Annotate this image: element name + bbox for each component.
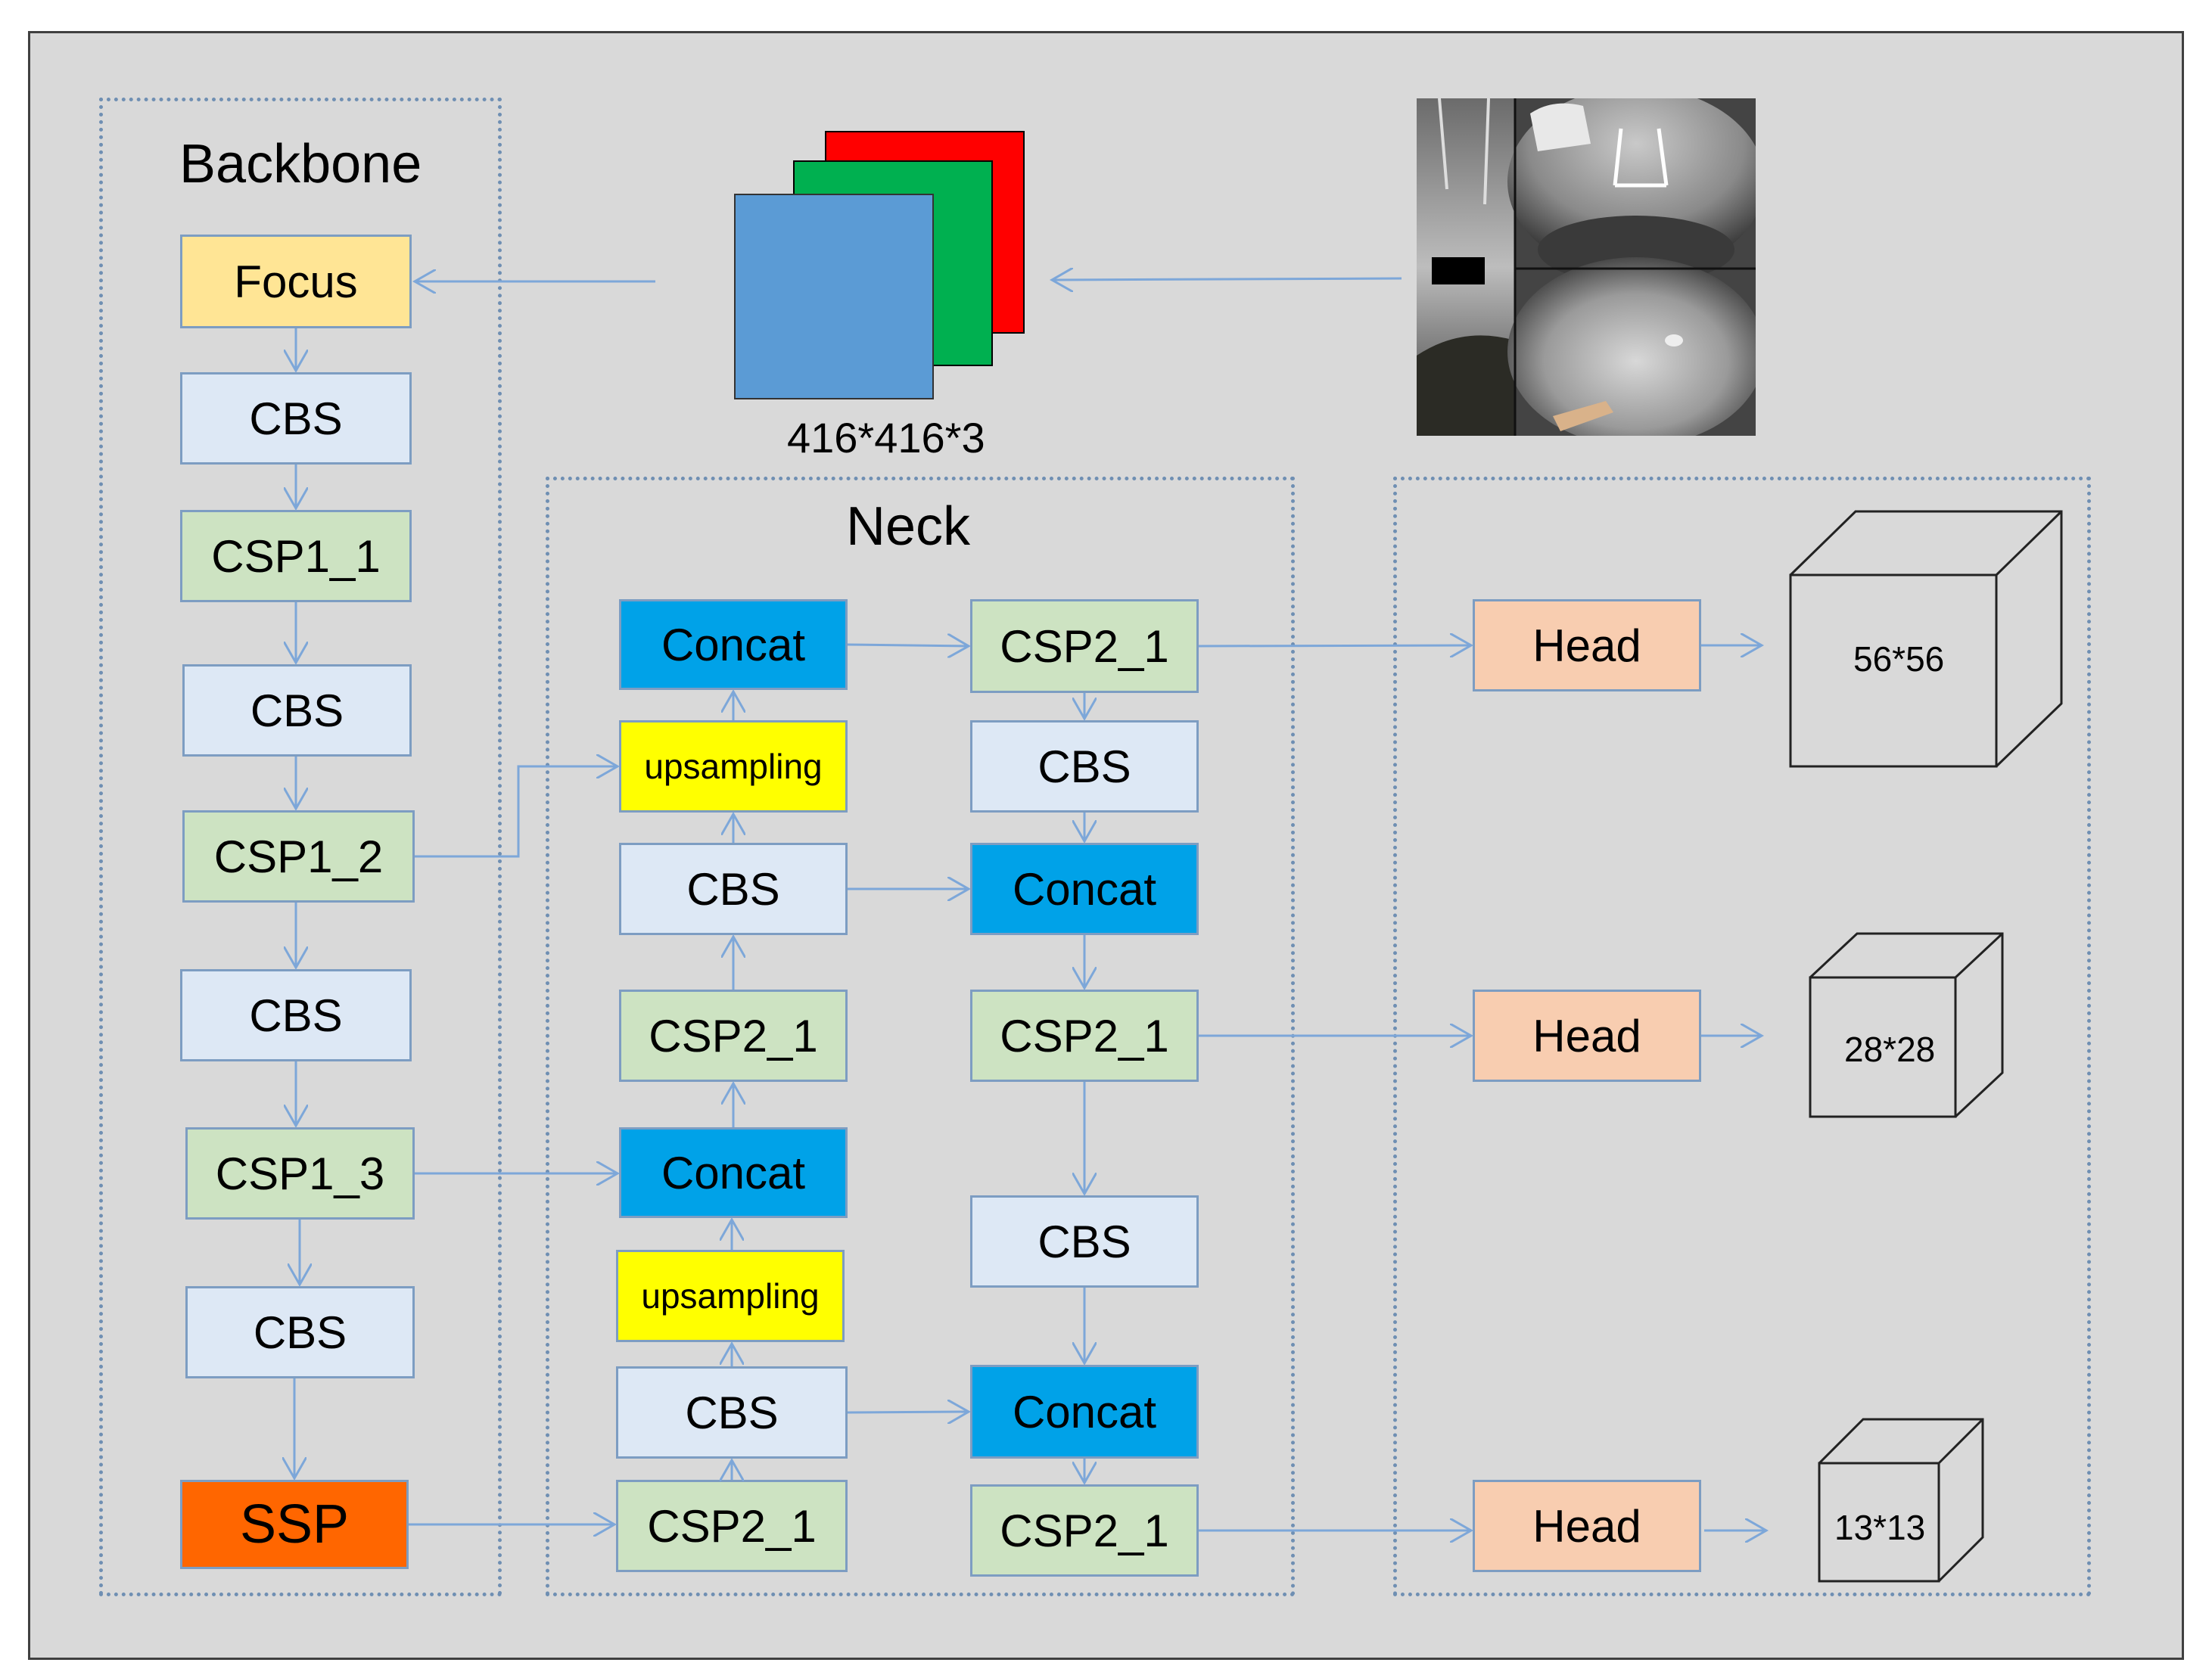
neck-title: Neck bbox=[846, 496, 971, 557]
neck-concat-mid-left: Concat bbox=[619, 1127, 848, 1218]
arrow-concatt-csp2t bbox=[847, 645, 969, 646]
neck-csp2-mid-left: CSP2_1 bbox=[619, 990, 848, 1082]
neck-concat-mid-right: Concat bbox=[970, 843, 1199, 935]
backbone-cbs-1: CBS bbox=[180, 372, 412, 465]
neck-csp2-bottom-right: CSP2_1 bbox=[970, 1484, 1199, 1577]
csp1-3-block: CSP1_3 bbox=[185, 1127, 415, 1220]
backbone-cbs-2: CBS bbox=[182, 664, 412, 757]
backbone-title: Backbone bbox=[179, 134, 422, 194]
neck-concat-top-left: Concat bbox=[619, 599, 848, 690]
neck-csp2-mid-right: CSP2_1 bbox=[970, 990, 1199, 1082]
input-channel-blue bbox=[734, 194, 934, 399]
focus-block: Focus bbox=[180, 235, 412, 328]
backbone-group bbox=[99, 98, 502, 1596]
neck-concat-bottom-right: Concat bbox=[970, 1365, 1199, 1459]
neck-cbs-top-left: CBS bbox=[619, 843, 848, 935]
neck-cbs-bottom-right: CBS bbox=[970, 1195, 1199, 1288]
output-size-13: 13*13 bbox=[1834, 1508, 1926, 1547]
backbone-cbs-3: CBS bbox=[180, 969, 412, 1061]
head-3: Head bbox=[1473, 1480, 1701, 1572]
output-cube-13 bbox=[1818, 1418, 1984, 1583]
upsampling-top: upsampling bbox=[619, 720, 848, 813]
arrow-csp12-to-upsampling bbox=[415, 766, 618, 858]
upsampling-bottom: upsampling bbox=[616, 1250, 845, 1342]
arrow-image-to-input bbox=[1052, 278, 1402, 280]
head-2: Head bbox=[1473, 990, 1701, 1082]
output-size-28: 28*28 bbox=[1844, 1030, 1936, 1069]
csp1-1-block: CSP1_1 bbox=[180, 510, 412, 602]
input-size-label: 416*416*3 bbox=[787, 414, 985, 461]
backbone-cbs-4: CBS bbox=[185, 1286, 415, 1378]
neck-cbs-top-right: CBS bbox=[970, 720, 1199, 813]
arrow-csp2t-head1 bbox=[1198, 645, 1471, 646]
neck-csp2-top-right: CSP2_1 bbox=[970, 599, 1199, 693]
ssp-block: SSP bbox=[180, 1480, 409, 1569]
head-1: Head bbox=[1473, 599, 1701, 691]
output-cube-28 bbox=[1809, 932, 2004, 1118]
neck-csp2-bottom-left: CSP2_1 bbox=[616, 1480, 848, 1572]
csp1-2-block: CSP1_2 bbox=[182, 810, 415, 903]
output-size-56: 56*56 bbox=[1853, 639, 1945, 679]
input-camera-image bbox=[1417, 98, 1756, 436]
neck-cbs-bottom-left: CBS bbox=[616, 1366, 848, 1459]
output-cube-56 bbox=[1789, 510, 2063, 768]
